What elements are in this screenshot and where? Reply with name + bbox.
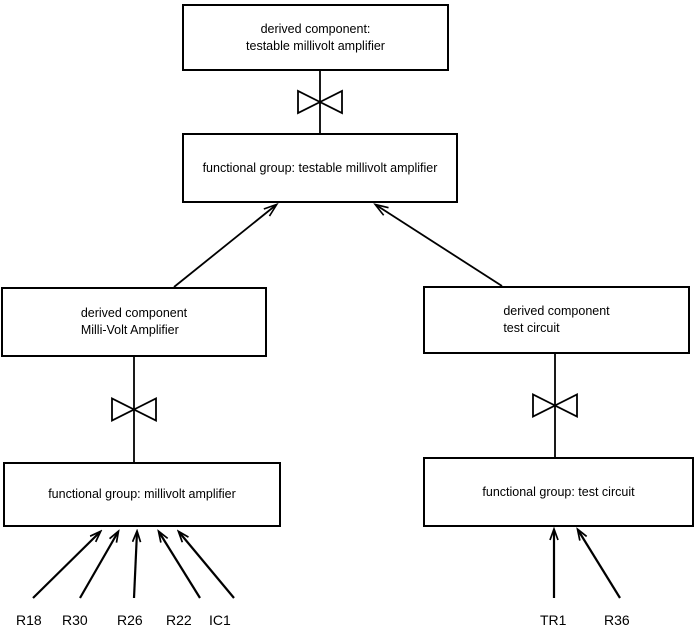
arrow-test-circuit-to-functional-group: [376, 205, 503, 287]
edges-group: [32, 71, 621, 599]
node-label: derived component test circuit: [503, 304, 610, 335]
bowtie-triangle: [532, 393, 558, 418]
pin-label-r22: R22: [166, 612, 192, 628]
node-label: derived component: testable millivolt am…: [246, 21, 385, 53]
derived-component-testable-millivolt-amplifier[interactable]: derived component: testable millivolt am…: [182, 4, 449, 71]
bowtie-triangle: [111, 397, 137, 422]
arrow-milli-volt-amplifier-to-functional-group: [173, 205, 276, 288]
node-label: functional group: millivolt amplifier: [48, 487, 236, 501]
pin-label-r18: R18: [16, 612, 42, 628]
pin-label-tr1: TR1: [540, 612, 567, 628]
pin-label-r26: R26: [117, 612, 143, 628]
bowtie-connector-testable-millivolt-amplifier: [297, 89, 343, 115]
derived-component-milli-volt-amplifier[interactable]: derived component Milli-Volt Amplifier: [1, 287, 267, 357]
pin-label-r30: R30: [62, 612, 88, 628]
part-arrow-r26: [134, 532, 137, 599]
bowtie-triangle: [297, 89, 323, 115]
bowtie-connector-milli-volt-amplifier: [111, 397, 157, 422]
functional-group-test-circuit[interactable]: functional group: test circuit: [423, 457, 694, 527]
node-label: derived component Milli-Volt Amplifier: [80, 306, 188, 337]
part-arrow-r36: [578, 530, 621, 599]
part-arrow-r18: [32, 532, 100, 599]
functional-group-testable-millivolt-amplifier[interactable]: functional group: testable millivolt amp…: [182, 133, 458, 203]
pin-label-ic1: IC1: [209, 612, 231, 628]
part-arrow-r22: [159, 532, 201, 599]
functional-group-millivolt-amplifier[interactable]: functional group: millivolt amplifier: [3, 462, 281, 527]
node-label: functional group: testable millivolt amp…: [202, 160, 438, 175]
bowtie-triangle: [131, 397, 157, 422]
bowtie-triangle: [317, 89, 343, 115]
pin-label-r36: R36: [604, 612, 630, 628]
bowtie-connector-test-circuit: [532, 393, 578, 418]
part-arrow-ic1: [179, 532, 235, 599]
node-label: functional group: test circuit: [482, 484, 635, 499]
derived-component-test-circuit[interactable]: derived component test circuit: [423, 286, 690, 354]
part-arrow-r30: [79, 532, 118, 599]
bowtie-triangle: [552, 393, 578, 418]
